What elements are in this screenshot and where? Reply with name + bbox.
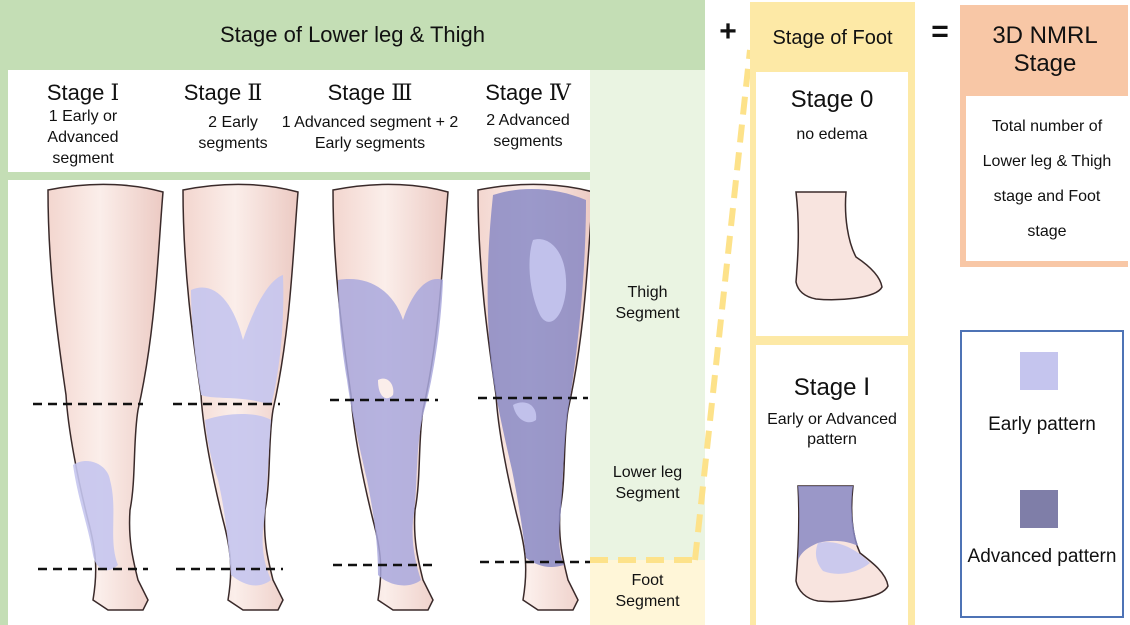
foot-stage-0-card: Stage 0 no edema xyxy=(756,72,908,336)
nmrl-header: 3D NMRL Stage xyxy=(975,14,1115,86)
stage-word: Stage xyxy=(328,80,386,105)
leg-stage-3 xyxy=(333,184,448,610)
stage-desc: 2 Advanced segments xyxy=(473,110,583,152)
foot-stage-0-title: Stage 0 xyxy=(756,86,908,114)
foot-header: Stage of Foot xyxy=(750,8,915,68)
stage-numeral: Ⅲ xyxy=(391,81,412,106)
lower-leg-thigh-panel-frame xyxy=(0,70,8,625)
equals-sign: = xyxy=(920,12,960,52)
legend-early-label: Early pattern xyxy=(962,414,1122,436)
plus-sign: + xyxy=(708,12,748,52)
stage-word: Stage xyxy=(47,80,105,105)
leg-stage-1-header: Stage Ⅰ 1 Early or Advanced segment xyxy=(8,80,158,169)
foot-title: Stage of Foot xyxy=(772,27,892,50)
leg-stage-1 xyxy=(48,184,163,610)
foot-stage-0-desc: no edema xyxy=(756,126,908,144)
legend: Early pattern Advanced pattern xyxy=(960,330,1124,618)
nmrl-desc: Total number of Lower leg & Thigh stage … xyxy=(977,109,1117,249)
leg-stage-3-header: Stage Ⅲ 1 Advanced segment + 2 Early seg… xyxy=(270,80,470,154)
foot-stage-1-desc: Early or Advanced pattern xyxy=(757,410,907,450)
foot-connector-dashes xyxy=(590,40,760,625)
leg-stage-4-header: Stage Ⅳ 2 Advanced segments xyxy=(468,80,588,152)
stage-desc: 2 Early segments xyxy=(173,112,273,154)
stage-desc: 1 Advanced segment + 2 Early segments xyxy=(275,112,465,154)
leg-stage-headers: Stage Ⅰ 1 Early or Advanced segment Stag… xyxy=(8,70,590,172)
legend-advanced-label: Advanced pattern xyxy=(962,546,1122,568)
nmrl-title: 3D NMRL Stage xyxy=(975,22,1115,78)
legs-illustration xyxy=(8,180,590,625)
nmrl-desc-box: Total number of Lower leg & Thigh stage … xyxy=(966,96,1128,261)
stage-numeral: Ⅱ xyxy=(247,81,262,106)
stage-word: Stage xyxy=(184,80,242,105)
lower-leg-thigh-title: Stage of Lower leg & Thigh xyxy=(220,22,485,48)
foot-edema-image xyxy=(778,481,893,609)
stage-desc: 1 Early or Advanced segment xyxy=(33,106,133,169)
legend-early-swatch xyxy=(1020,352,1058,390)
leg-stage-2-header: Stage Ⅱ 2 Early segments xyxy=(158,80,288,154)
stage-word: Stage xyxy=(485,80,543,105)
foot-stage-1-card: Stage Ⅰ Early or Advanced pattern xyxy=(756,345,908,625)
legend-advanced-swatch xyxy=(1020,490,1058,528)
foot-stage-1-title: Stage Ⅰ xyxy=(756,373,908,402)
foot-no-edema-image xyxy=(776,187,886,307)
stage-numeral: Ⅰ xyxy=(110,81,119,106)
leg-stage-2 xyxy=(183,184,298,610)
stage-numeral: Ⅳ xyxy=(549,81,571,106)
